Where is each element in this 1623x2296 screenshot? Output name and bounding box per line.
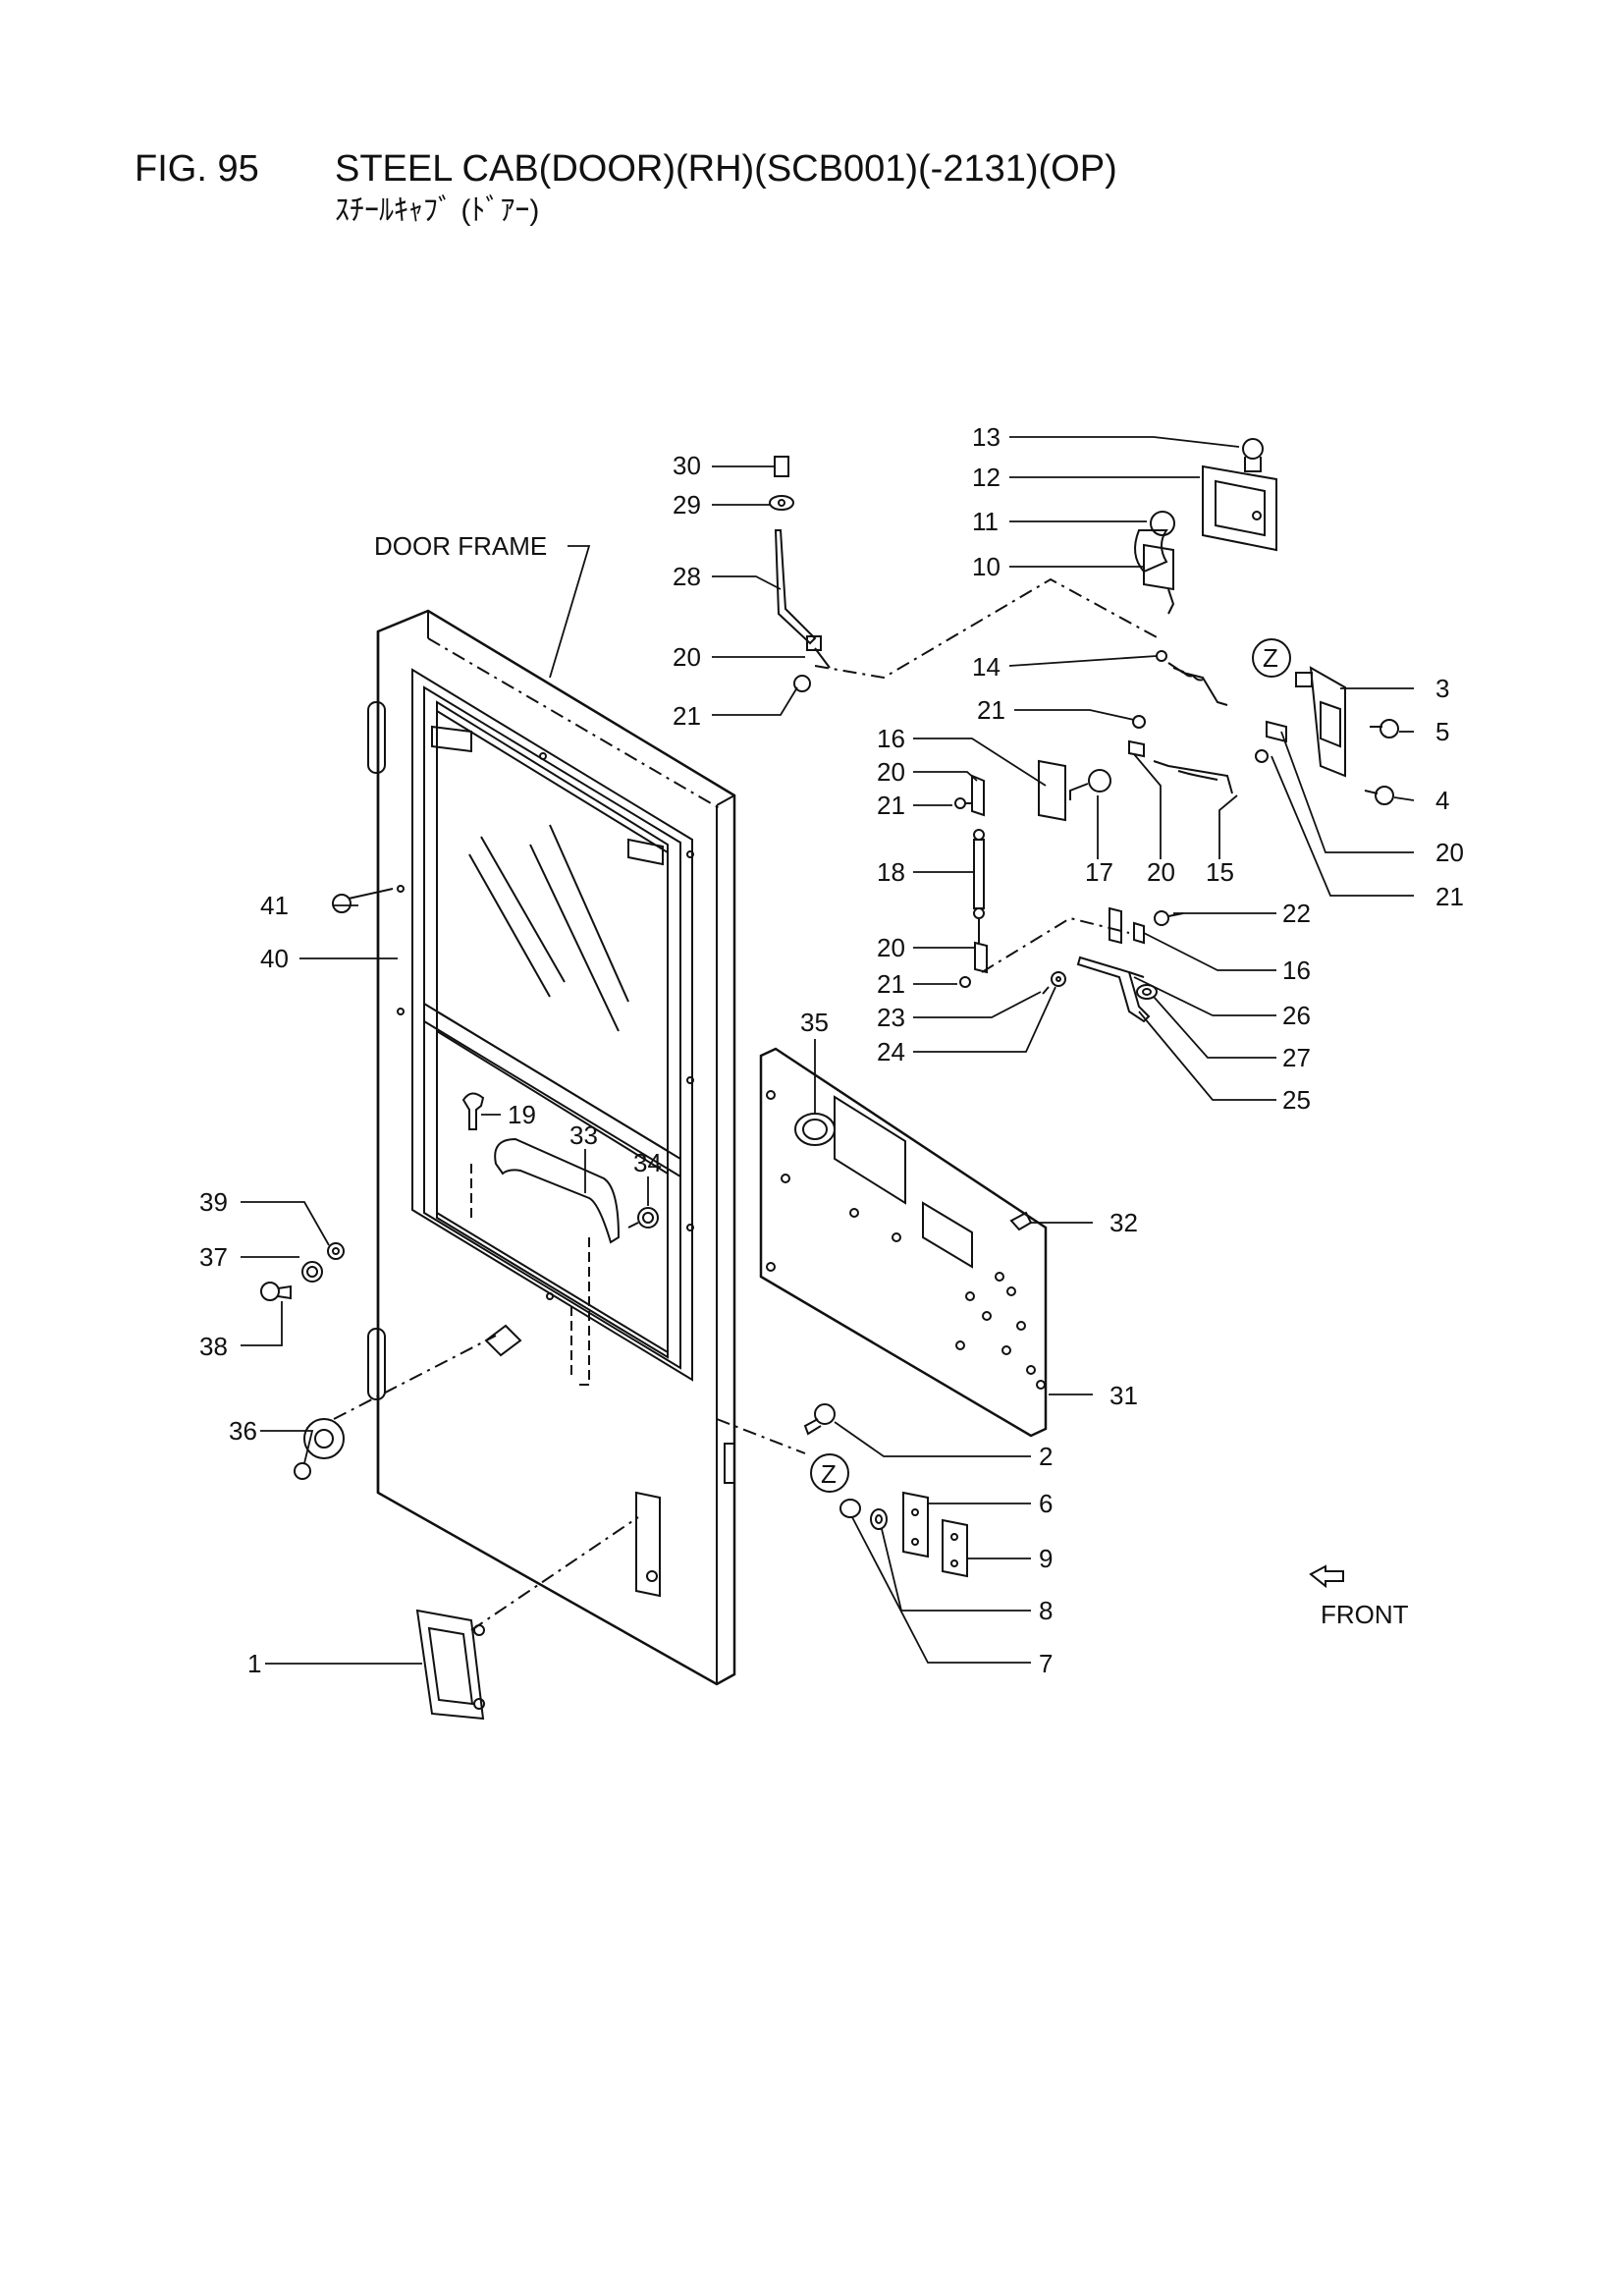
door-frame: [367, 609, 806, 1686]
callout-38: 38: [199, 1332, 228, 1361]
callout-14: 14: [972, 652, 1001, 682]
callout-5: 5: [1435, 717, 1449, 746]
callout-28: 28: [673, 562, 701, 591]
callout-12: 12: [972, 463, 1001, 492]
callout-15: 15: [1206, 857, 1234, 887]
callout-21: 21: [673, 701, 701, 731]
callout-20: 20: [1435, 838, 1464, 867]
lower-lever-assembly: [1042, 906, 1184, 1023]
callout-11: 11: [972, 507, 999, 536]
callout-8: 8: [1039, 1596, 1053, 1625]
callout-31: 31: [1109, 1381, 1138, 1410]
callout-7: 7: [1039, 1649, 1053, 1678]
callout-20: 20: [673, 642, 701, 672]
callout-19: 19: [508, 1100, 536, 1129]
callout-21: 21: [1435, 882, 1464, 911]
hinge-parts: [803, 1403, 968, 1578]
figure-number: FIG. 95: [135, 148, 259, 190]
door-frame-label: DOOR FRAME: [374, 531, 547, 561]
outer-handle-1: [415, 1516, 639, 1721]
callout-21: 21: [877, 791, 905, 820]
callout-18: 18: [877, 857, 905, 887]
callout-1: 1: [247, 1649, 261, 1678]
callout-34: 34: [633, 1148, 662, 1177]
callout-36: 36: [229, 1416, 257, 1446]
callout-25: 25: [1282, 1085, 1311, 1115]
inner-panel-31: [759, 1047, 1048, 1438]
callout-26: 26: [1282, 1001, 1311, 1030]
knob-34: [627, 1207, 659, 1229]
callout-20: 20: [1147, 857, 1175, 887]
callout-13: 13: [972, 422, 1001, 452]
callout-20: 20: [877, 933, 905, 962]
callout-20: 20: [877, 757, 905, 787]
callout-32: 32: [1109, 1208, 1138, 1237]
detail-z-marks: [810, 638, 1291, 1493]
detail-z-label-upper: Z: [1263, 643, 1278, 673]
callout-35: 35: [800, 1008, 829, 1037]
callout-3: 3: [1435, 674, 1449, 703]
callout-33: 33: [569, 1121, 598, 1150]
callout-23: 23: [877, 1003, 905, 1032]
leader-lines: [241, 436, 1415, 1665]
callout-21: 21: [877, 969, 905, 999]
bolt-19: [461, 1092, 485, 1130]
callout-2: 2: [1039, 1442, 1053, 1471]
figure-subtitle: ｽﾁｰﾙｷｬﾌﾞ (ﾄﾞｱｰ): [335, 194, 540, 227]
callout-4: 4: [1435, 786, 1449, 815]
callout-30: 30: [673, 451, 701, 480]
callout-10: 10: [972, 552, 1001, 581]
inner-grab-handle: [470, 1137, 621, 1386]
callout-37: 37: [199, 1242, 228, 1272]
callout-27: 27: [1282, 1043, 1311, 1072]
callout-16: 16: [1282, 956, 1311, 985]
front-label: FRONT: [1321, 1600, 1409, 1629]
link-assembly: [954, 715, 1233, 988]
callout-16: 16: [877, 724, 905, 753]
detail-z-label-lower: Z: [821, 1459, 837, 1489]
callout-39: 39: [199, 1187, 228, 1217]
callout-29: 29: [673, 490, 701, 519]
callout-22: 22: [1282, 899, 1311, 928]
figure-title: STEEL CAB(DOOR)(RH)(SCB001)(-2131)(OP): [335, 148, 1117, 190]
latch-housing: [1134, 438, 1399, 805]
rod-assembly-28: [769, 456, 1160, 692]
callout-24: 24: [877, 1037, 905, 1066]
callout-41: 41: [260, 891, 289, 920]
callout-21: 21: [977, 695, 1005, 725]
parts-left: [260, 888, 572, 1480]
front-arrow-icon: [1309, 1564, 1344, 1589]
callout-6: 6: [1039, 1489, 1053, 1518]
callout-labels: 30 29 28 20 21 13 12 11 10 14 3 5 4 20 2…: [199, 422, 1464, 1678]
callout-40: 40: [260, 944, 289, 973]
callout-9: 9: [1039, 1544, 1053, 1573]
callout-17: 17: [1085, 857, 1113, 887]
